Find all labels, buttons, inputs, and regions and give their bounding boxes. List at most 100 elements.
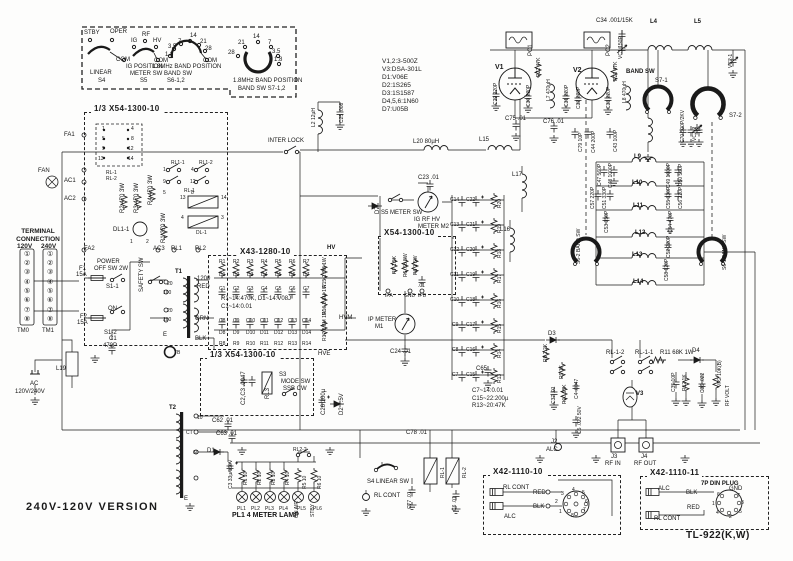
schematic-label: R20 <box>497 198 503 208</box>
schematic-label: R3 10 <box>271 471 277 485</box>
schematic-label: J3 <box>611 454 618 460</box>
schematic-label: C10 <box>450 297 460 303</box>
schematic-label: S7-2 <box>729 113 742 119</box>
schematic-label: 9 <box>163 179 166 185</box>
schematic-label: .01 <box>418 283 425 289</box>
schematic-label: C54 470P <box>668 210 674 233</box>
schematic-label: T2 <box>169 405 177 411</box>
schematic-label: 1200 <box>197 276 211 282</box>
schematic-label: C32 220P <box>576 86 582 109</box>
schematic-label: C7 <box>452 372 459 378</box>
schematic-label: R22 47K <box>536 57 542 77</box>
schematic-label: 2 <box>555 499 558 505</box>
terminal-title-line1: TERMINAL <box>21 228 55 235</box>
schematic-label: VC2-2 <box>692 126 698 141</box>
schematic-label: R23 47K <box>613 61 619 81</box>
schematic-label: 5 <box>582 490 585 496</box>
schematic-label: C18 <box>466 297 476 303</box>
schematic-label: RL1-2 <box>199 160 213 166</box>
schematic-label: R11 <box>260 341 269 347</box>
legend-switches <box>87 37 282 74</box>
schematic-label: C47 560P <box>597 163 603 186</box>
module-x42-in: X42-1110-10 <box>483 467 621 535</box>
model-caption: TL-922(K,W) <box>686 530 750 541</box>
module-x54-meter: X54-1300-10 <box>378 228 456 295</box>
schematic-label: C5 .022 50V <box>577 406 583 434</box>
schematic-label: IPB <box>418 293 427 299</box>
schematic-label: C76 .01 <box>543 119 565 125</box>
schematic-label: ALC <box>546 447 558 453</box>
module-title: X43-1280-10 <box>237 247 294 256</box>
schematic-label: D7 <box>303 272 310 278</box>
schematic-label: C9 <box>233 318 240 324</box>
schematic-label: C50 560P <box>678 163 684 186</box>
schematic-label: R6 1 5W <box>413 255 419 275</box>
schematic-label: C3 <box>247 286 254 292</box>
schematic-label: GND <box>729 486 743 492</box>
schematic-label: C75 .01 <box>505 116 527 122</box>
schematic-label: PC1 <box>528 44 534 56</box>
schematic-label: L5 <box>694 19 702 25</box>
schematic-label: RL1 <box>171 246 183 252</box>
schematic-label: D10 <box>246 330 256 336</box>
schematic-label: J2 <box>551 439 558 445</box>
schematic-label: 20 <box>167 281 173 287</box>
schematic-label: IG <box>131 38 138 44</box>
schematic-label: C21 <box>466 222 476 228</box>
schematic-label: PL2 <box>251 506 260 512</box>
schematic-label: 5 <box>102 136 105 142</box>
schematic-label: D5 <box>275 272 282 278</box>
schematic-label: L14 <box>633 279 644 285</box>
schematic-label: R8 <box>219 341 226 347</box>
schematic-label: PC2 <box>606 44 612 56</box>
schematic-label: R7 <box>303 259 310 265</box>
schematic-label: S6-1,2 <box>167 78 185 84</box>
schematic-label: FA2 <box>84 246 95 252</box>
schematic-label: C70 500P/2KV <box>680 109 686 143</box>
schematic-label: C24 .01 <box>390 349 412 355</box>
schematic-label: 20 <box>167 308 173 314</box>
schematic-label: V1 <box>495 64 504 71</box>
schematic-label: D3 <box>548 331 556 337</box>
schematic-label: TB <box>174 350 181 356</box>
schematic-label: 1.8 <box>274 57 283 63</box>
schematic-label: 1 <box>102 126 105 132</box>
schematic-label: C55 330P <box>666 186 672 209</box>
note-line: R13~20:47K <box>472 403 506 409</box>
schematic-label: C13 <box>450 222 460 228</box>
note-line: D7:U05B <box>382 106 409 113</box>
schematic-label: RL3 <box>265 387 271 399</box>
schematic-label: 4 <box>572 487 575 493</box>
schematic-label: R6 10 <box>317 475 323 489</box>
schematic-label: 470P <box>103 343 118 349</box>
schematic-label: 60 <box>193 450 199 456</box>
schematic-label: D11 <box>260 330 269 336</box>
schematic-label: C65 <box>476 366 488 372</box>
schematic-label: CT <box>186 430 193 436</box>
schematic-label: 28 <box>205 46 212 52</box>
schematic-label: 10 <box>197 415 203 421</box>
schematic-label: C35 10P <box>671 372 677 392</box>
schematic-label: C8 <box>452 347 459 353</box>
schematic-label: ⑤ <box>47 288 54 295</box>
schematic-label: D2 7.5V <box>339 393 345 415</box>
schematic-label: C9 <box>452 322 459 328</box>
schematic-label: ON <box>108 306 117 312</box>
schematic-label: GND <box>404 293 416 299</box>
schematic-label: AC1 <box>64 178 76 184</box>
schematic-label: RL-1 <box>184 188 195 194</box>
schematic-label: L7 470µH <box>546 79 552 101</box>
schematic-label: C22 <box>466 197 476 203</box>
schematic-label: RL CONT <box>654 516 681 522</box>
schematic-label: 1 <box>559 509 562 515</box>
schematic-label: F1 <box>79 266 87 272</box>
schematic-label: 14 <box>253 34 260 40</box>
schematic-label: C2 <box>233 286 240 292</box>
schematic-label: C78 .01 <box>406 430 428 436</box>
schematic-label: C29 220P <box>493 82 499 105</box>
schematic-label: PL3 <box>265 506 274 512</box>
schematic-label: R7 1.5K <box>392 255 398 274</box>
schematic-label: 7 <box>583 507 586 513</box>
